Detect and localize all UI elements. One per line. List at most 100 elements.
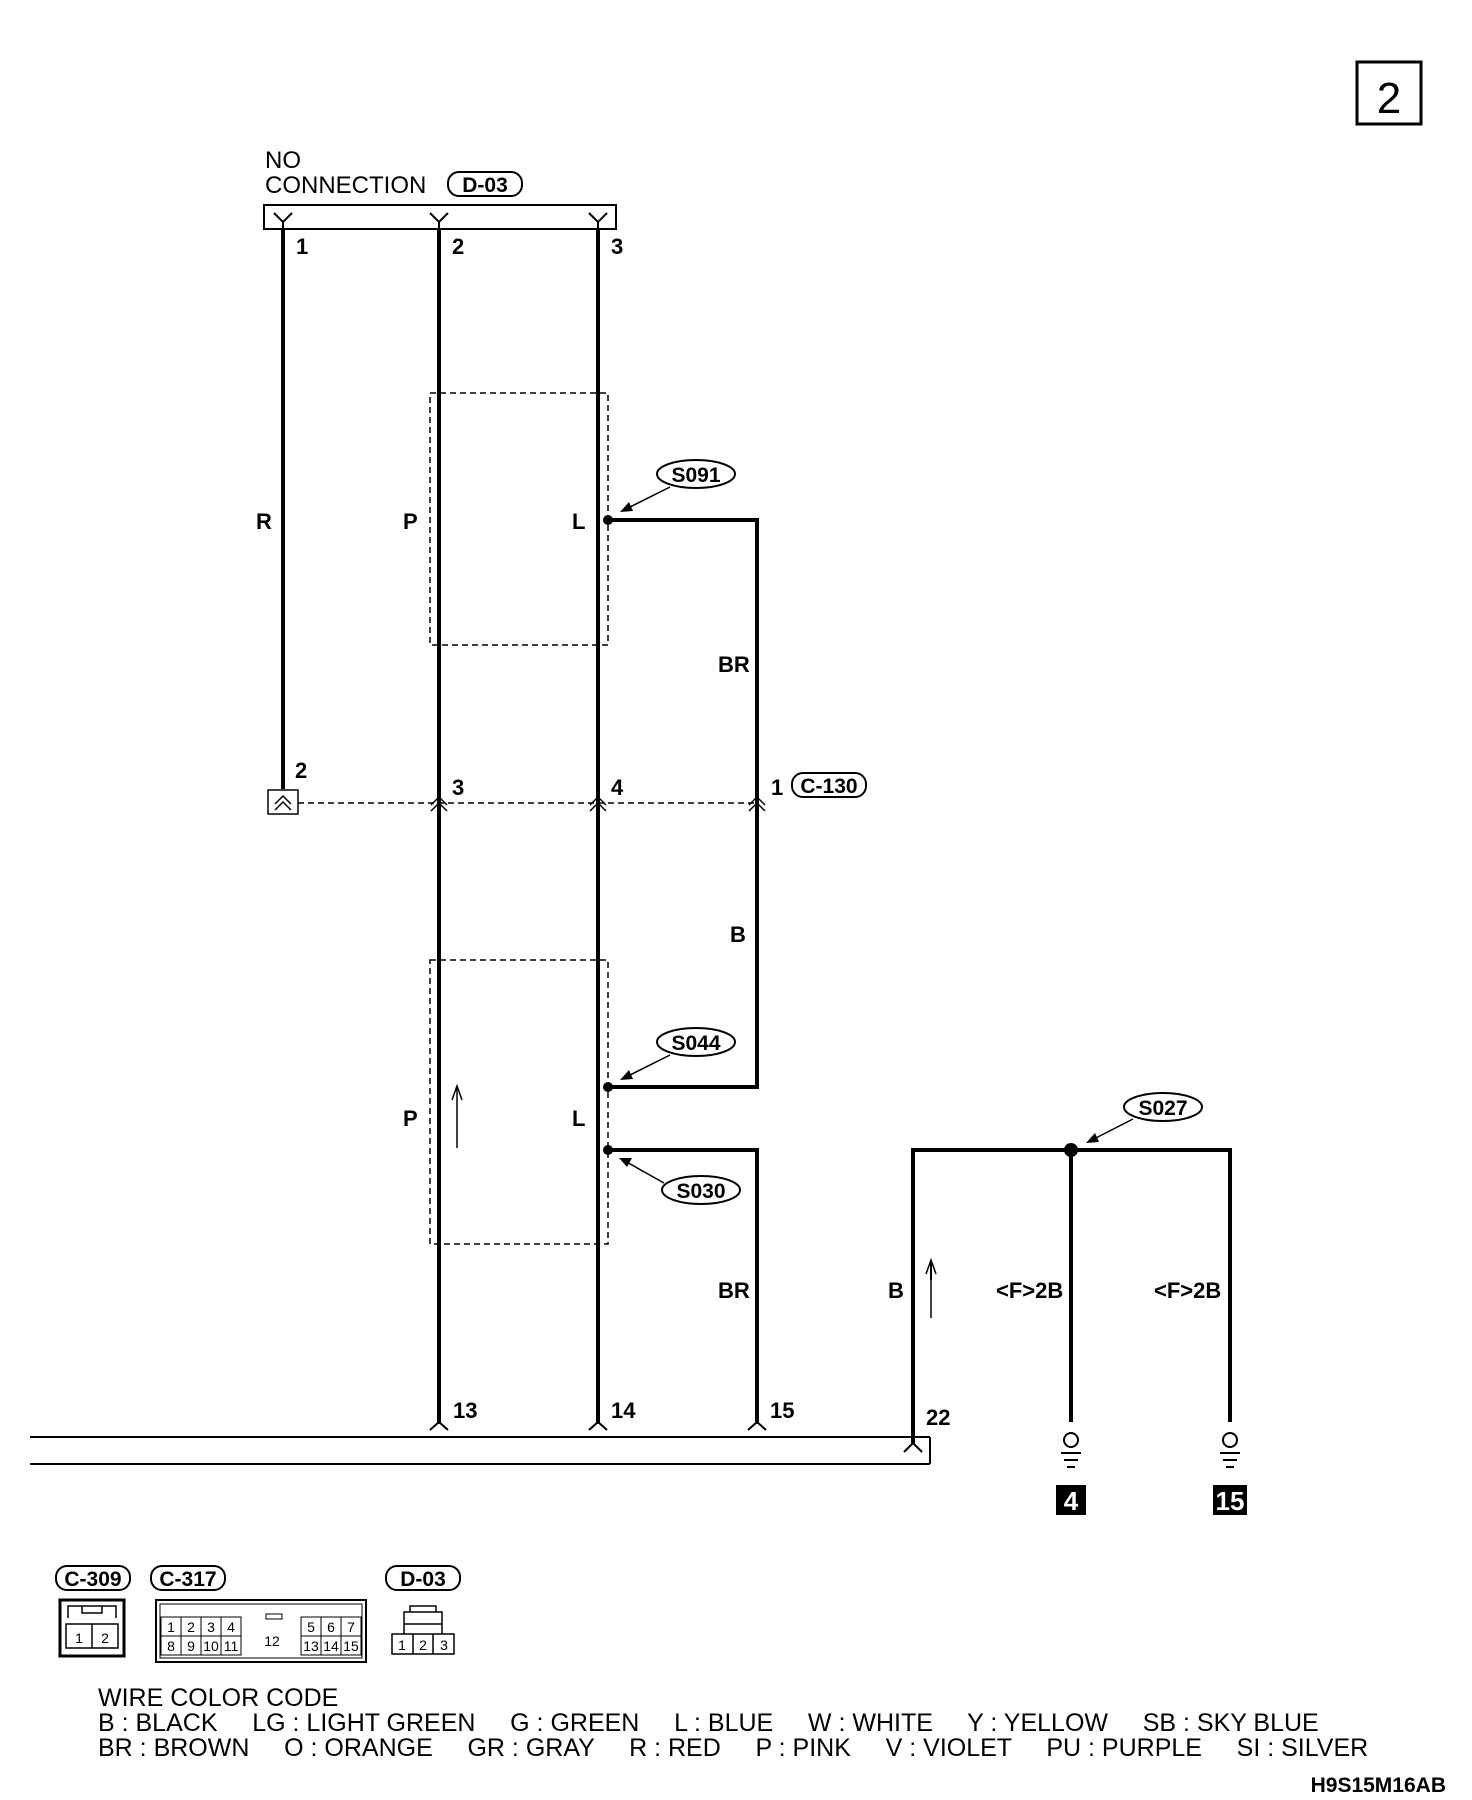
c317-inner [159,1603,363,1659]
splice-labels: S091 S044 S030 S027 [619,459,1203,1205]
c309-latch [67,1605,117,1618]
splice-s091: S091 [671,464,720,487]
wire-label-b-mid: B [730,922,746,947]
wire-label-l-lower: L [572,1106,585,1131]
splice-points [603,515,1078,1157]
mid-pin-2: 2 [295,758,307,783]
c317-pin-3: 3 [207,1619,215,1635]
page-number: 2 [1377,74,1401,123]
splice-arrow-s091 [623,486,671,511]
ground-symbols: 4 15 [1056,1432,1247,1516]
splice-arrow-s044 [623,1054,671,1079]
c317-pin-1: 1 [167,1619,175,1635]
figure-code: H9S15M16AB [1311,1774,1446,1797]
bottom-pin-mark-22 [903,1441,923,1453]
splice-badge-s027 [1123,1092,1203,1122]
c309-body [58,1598,126,1658]
ground-badge-2 [1213,1485,1247,1515]
flow-arrowhead-b [925,1257,937,1275]
splice-s044: S044 [671,1032,720,1055]
splice-arrow-s027 [1089,1118,1134,1142]
c317-pin-14: 14 [323,1638,339,1654]
wire-label-ground-branch-2: <F>2B [1154,1278,1221,1303]
d03-id-badge [385,1565,461,1591]
splice-arrowhead-s030 [619,1158,632,1167]
c317-pin-11: 11 [224,1638,239,1654]
connector-id-badge [447,171,523,197]
flow-arrowhead-p [451,1083,463,1101]
c317-pin-10: 10 [203,1638,219,1654]
mid-pin-mark-4 [589,795,607,812]
wires [281,229,1232,1424]
c317-pin-8: 8 [167,1638,175,1654]
wire-b-mid [608,802,759,1089]
ground-id-2: 15 [1216,1486,1245,1516]
wire-label-b-ground: B [888,1278,904,1303]
wire-label-r: R [256,509,272,534]
no-connection-line1: NO [265,147,301,174]
splice-arrowhead-s091 [620,502,633,512]
no-connection-line2: CONNECTION [265,172,426,199]
top-pin-2: 2 [452,234,464,259]
mid-pin-1: 1 [771,775,783,800]
wire-label-l-upper: L [572,509,585,534]
legend-row-2: BR : BROWN O : ORANGE GR : GRAY R : RED … [98,1734,1368,1762]
splice-arrowhead-s044 [620,1070,633,1080]
ground-badge-1 [1056,1485,1086,1515]
shield-box-lower [429,959,609,1245]
d03-latch [403,1605,443,1634]
d03-cavities [391,1633,455,1655]
bottom-pin-22: 22 [926,1405,950,1430]
splice-badge-s044 [656,1027,736,1057]
top-pin-3: 3 [611,234,623,259]
c317-top-row-left [160,1616,362,1656]
top-connector-id: D-03 [462,174,508,197]
mid-pin-mark-2 [274,794,292,811]
splice-s030: S030 [676,1180,725,1203]
c309-id-badge [55,1565,131,1591]
wire-label-p-lower: P [403,1106,418,1131]
splice-arrowhead-s027 [1086,1133,1099,1143]
c317-id: C-317 [159,1568,216,1591]
mid-pin-mark-3 [430,795,448,812]
mid-connector-block [267,789,299,815]
splice-dot-s030 [603,1145,613,1155]
splice-dot-s027 [1064,1143,1078,1157]
splice-dot-s091 [603,515,613,525]
splice-badge-s030 [661,1175,741,1205]
d03-pin-2: 2 [419,1637,427,1653]
splice-badge-s091 [656,459,736,489]
bottom-pin-14: 14 [611,1398,636,1423]
c317-pin-4: 4 [227,1619,235,1635]
mid-pin-3: 3 [452,775,464,800]
mid-connector: 2 3 4 1 C-130 [267,758,867,815]
legend-row-1: B : BLACK LG : LIGHT GREEN G : GREEN L :… [98,1709,1319,1737]
pin-mark-2 [429,212,449,229]
wire-label-ground-branch-1: <F>2B [996,1278,1063,1303]
d03-pin-1: 1 [398,1637,406,1653]
mid-pin-mark-1 [748,795,766,812]
c317-pin-12: 12 [264,1633,280,1649]
top-pin-1: 1 [296,234,308,259]
c317-pin-13: 13 [303,1638,319,1654]
c317-pin-6: 6 [327,1619,335,1635]
c317-pin-2: 2 [187,1619,195,1635]
wire-label-br-upper: BR [718,652,750,677]
connector-views: C-309 1 2 C-317 1 2 3 4 5 6 7 8 9 10 [55,1565,461,1663]
c317-body [155,1599,367,1663]
wire-label-br-lower: BR [718,1278,750,1303]
bottom-pin-mark-15 [747,1420,767,1431]
legend-title: WIRE COLOR CODE [98,1684,338,1712]
c317-pin-7: 7 [347,1619,355,1635]
mid-connector-id: C-130 [800,775,857,798]
top-connector: NO CONNECTION D-03 1 2 3 [263,147,623,259]
c317-center-latch [265,1613,283,1620]
bottom-connector: 13 14 15 22 [30,1398,950,1465]
flow-arrow-b-vertical [925,1257,937,1318]
d03-pin-3: 3 [440,1637,448,1653]
c317-pin-5: 5 [307,1619,315,1635]
splice-arrow-s030 [622,1159,665,1184]
bottom-pin-15: 15 [770,1398,794,1423]
c309-pin-2: 2 [101,1630,109,1646]
